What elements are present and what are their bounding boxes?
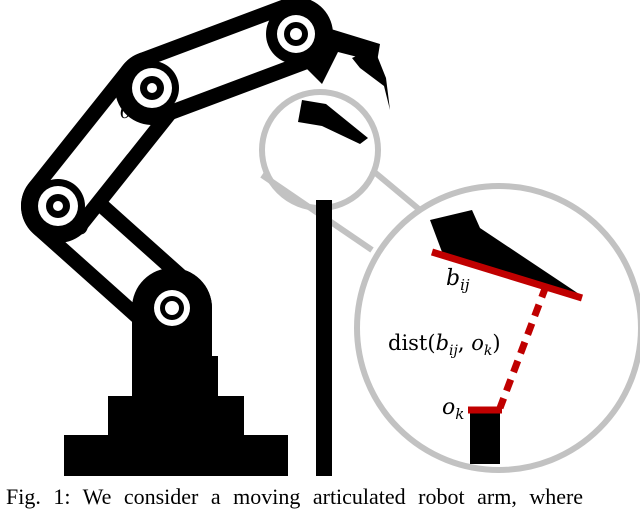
obstacle-sub: k xyxy=(455,405,464,423)
body-var: b xyxy=(446,266,460,291)
dist-close: ) xyxy=(492,331,500,355)
joint-wrist xyxy=(266,4,326,64)
dist-o: o xyxy=(471,331,484,355)
joint-angle-label-wrist: θ xyxy=(308,43,320,67)
distance-label: dist(bij, ok) xyxy=(388,331,501,359)
obstacle-label: ok xyxy=(442,395,464,423)
dist-comma: , xyxy=(458,331,471,355)
body-segment-highlight xyxy=(430,248,584,302)
zoomed-gripper-finger xyxy=(430,210,582,296)
figure-caption: Fig. 1: We consider a moving articulated… xyxy=(6,484,584,509)
dist-b: b xyxy=(436,331,449,355)
joint-angle-label-middle: θ xyxy=(120,99,132,123)
obstacle-var: o xyxy=(442,395,455,420)
dist-o-sub: k xyxy=(484,343,492,359)
joint-angle-label-base: θ xyxy=(165,337,177,361)
dist-b-sub: ij xyxy=(449,343,458,359)
joint-base xyxy=(154,290,190,326)
body-sub: ij xyxy=(460,276,470,294)
joint-angle-label-elbow: θ xyxy=(77,215,89,239)
zoom-detail-content xyxy=(430,210,584,464)
zoom-detail-circle xyxy=(354,183,640,473)
body-segment-label: bij xyxy=(446,266,470,294)
dist-func: dist( xyxy=(388,331,436,355)
zoomed-obstacle xyxy=(470,412,500,464)
obstacle-pole xyxy=(316,200,332,476)
joint-middle xyxy=(125,61,179,115)
distance-dashed-line xyxy=(496,284,550,410)
joint-elbow xyxy=(31,179,85,233)
